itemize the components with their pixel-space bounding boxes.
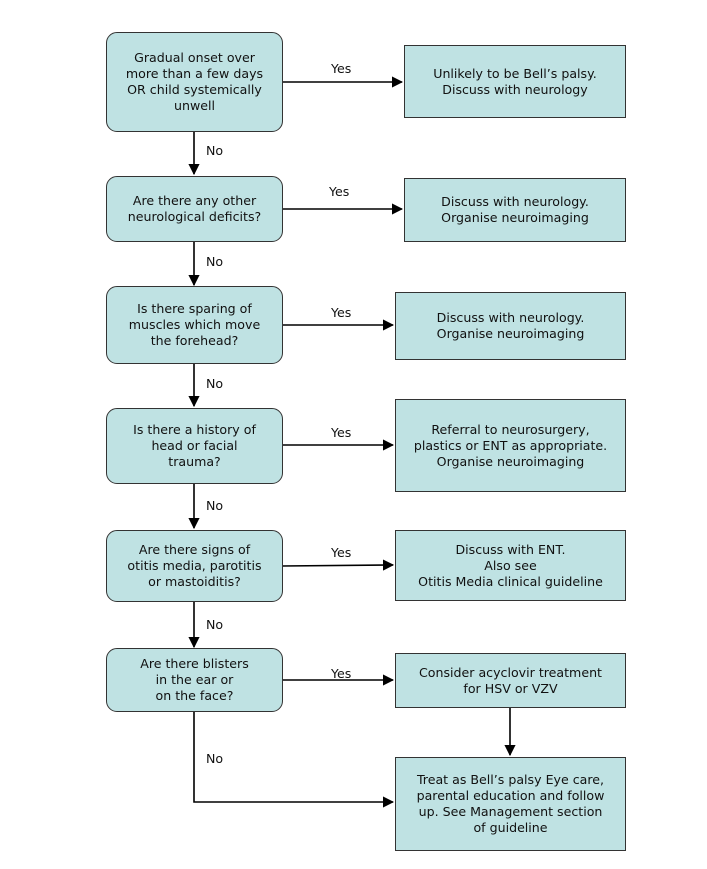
decision-text: Gradual onset over more than a few days … bbox=[125, 50, 264, 113]
action-discuss-ent: Discuss with ENT. Also see Otitis Media … bbox=[395, 530, 626, 601]
decision-trauma-history: Is there a history of head or facial tra… bbox=[106, 408, 283, 484]
decision-text: Are there signs of otitis media, parotit… bbox=[127, 542, 262, 589]
decision-text: Is there sparing of muscles which move t… bbox=[128, 301, 261, 348]
action-acyclovir: Consider acyclovir treatment for HSV or … bbox=[395, 653, 626, 708]
yes-label: Yes bbox=[331, 666, 352, 681]
action-unlikely-bells-palsy: Unlikely to be Bell’s palsy. Discuss wit… bbox=[404, 45, 626, 118]
action-neurology-imaging-1: Discuss with neurology. Organise neuroim… bbox=[404, 178, 626, 242]
decision-otitis-signs: Are there signs of otitis media, parotit… bbox=[106, 530, 283, 602]
action-text: Unlikely to be Bell’s palsy. Discuss wit… bbox=[433, 65, 597, 97]
action-text: Discuss with neurology. Organise neuroim… bbox=[441, 194, 589, 225]
no-label: No bbox=[206, 376, 224, 391]
yes-arrow-5 bbox=[281, 559, 395, 571]
action-neurology-imaging-2: Discuss with neurology. Organise neuroim… bbox=[395, 292, 626, 360]
decision-text: Are there any other neurological deficit… bbox=[127, 193, 262, 224]
no-label: No bbox=[206, 751, 224, 766]
no-label: No bbox=[206, 143, 224, 158]
decision-neurological-deficits: Are there any other neurological deficit… bbox=[106, 176, 283, 242]
yes-label: Yes bbox=[331, 61, 352, 76]
no-label: No bbox=[206, 498, 224, 513]
decision-text: Are there blisters in the ear or on the … bbox=[140, 656, 249, 703]
decision-text: Is there a history of head or facial tra… bbox=[133, 422, 256, 469]
yes-label: Yes bbox=[331, 425, 352, 440]
final-text: Treat as Bell’s palsy Eye care, parental… bbox=[416, 772, 605, 835]
action-referral-neurosurgery: Referral to neurosurgery, plastics or EN… bbox=[395, 399, 626, 492]
decision-gradual-onset: Gradual onset over more than a few days … bbox=[106, 32, 283, 132]
no-arrow-6 bbox=[193, 712, 395, 808]
action-text: Discuss with neurology. Organise neuroim… bbox=[436, 310, 585, 341]
decision-blisters: Are there blisters in the ear or on the … bbox=[106, 648, 283, 712]
final-treat-bells-palsy: Treat as Bell’s palsy Eye care, parental… bbox=[395, 757, 626, 851]
no-label: No bbox=[206, 617, 224, 632]
action-text: Referral to neurosurgery, plastics or EN… bbox=[413, 421, 608, 469]
no-label: No bbox=[206, 254, 224, 269]
yes-label: Yes bbox=[331, 545, 352, 560]
yes-label: Yes bbox=[329, 184, 350, 199]
action-text: Discuss with ENT. Also see Otitis Media … bbox=[418, 541, 603, 589]
yes-label: Yes bbox=[331, 305, 352, 320]
decision-forehead-sparing: Is there sparing of muscles which move t… bbox=[106, 286, 283, 364]
action-text: Consider acyclovir treatment for HSV or … bbox=[419, 664, 602, 696]
